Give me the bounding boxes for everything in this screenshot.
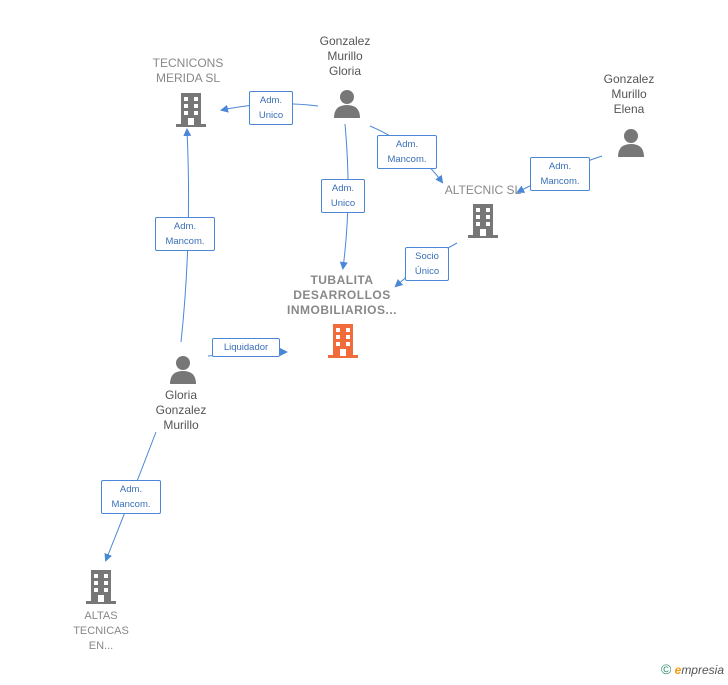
building-icon-highlighted — [328, 324, 358, 358]
node-label-altas-tecnicas[interactable]: ALTAS TECNICAS EN... — [56, 609, 146, 654]
label-line: Murillo — [327, 49, 363, 63]
label-line: Mancom. — [111, 499, 151, 510]
brand-name: mpresia — [681, 663, 724, 677]
node-label-tubalita[interactable]: TUBALITA DESARROLLOS INMOBILIARIOS... — [272, 273, 412, 318]
label-line: Gonzalez — [155, 403, 207, 417]
edge-label-adm-mancom[interactable]: Adm. Mancom. — [377, 135, 437, 169]
label-line: Liquidador — [223, 342, 269, 353]
label-line: Elena — [613, 102, 645, 116]
edge-label-adm-unico[interactable]: Adm. Unico — [249, 91, 293, 125]
label-line: TUBALITA — [310, 273, 374, 287]
label-line: MERIDA SL — [155, 71, 221, 85]
brand-footer[interactable]: © empresia — [661, 661, 724, 677]
label-line: Adm. — [548, 161, 572, 172]
label-line: TECNICAS — [73, 625, 129, 637]
copyright-icon: © — [660, 661, 672, 677]
person-icon — [618, 129, 644, 157]
label-line: TECNICONS — [152, 56, 224, 70]
edge-label-adm-unico[interactable]: Adm. Unico — [321, 179, 365, 213]
label-line: Adm. — [173, 221, 197, 232]
node-label-gonzalez-murillo-elena[interactable]: Gonzalez Murillo Elena — [584, 72, 674, 117]
edge-label-adm-mancom[interactable]: Adm. Mancom. — [530, 157, 590, 191]
brand-initial: e — [674, 663, 682, 677]
label-line: Mancom. — [387, 154, 427, 165]
label-line: Único — [414, 266, 440, 277]
person-icon — [170, 356, 196, 384]
node-label-gonzalez-murillo-gloria[interactable]: Gonzalez Murillo Gloria — [300, 34, 390, 79]
label-line: Gloria — [328, 64, 361, 78]
label-line: ALTECNIC SL — [444, 183, 522, 197]
label-line: Murillo — [611, 87, 647, 101]
label-line: DESARROLLOS — [293, 288, 391, 302]
node-label-altecnic[interactable]: ALTECNIC SL — [428, 183, 538, 198]
label-line: Adm. — [395, 139, 419, 150]
edge-label-adm-mancom[interactable]: Adm. Mancom. — [101, 480, 161, 514]
label-line: Adm. — [331, 183, 355, 194]
label-line: Adm. — [119, 484, 143, 495]
edge-label-liquidador[interactable]: Liquidador — [212, 338, 280, 357]
label-line: Mancom. — [165, 236, 205, 247]
label-line: Gonzalez — [603, 72, 655, 86]
label-line: Adm. — [259, 95, 283, 106]
building-icon — [86, 570, 116, 604]
node-label-tecnicons[interactable]: TECNICONS MERIDA SL — [138, 56, 238, 86]
label-line: EN... — [88, 640, 114, 652]
label-line: Unico — [258, 110, 284, 121]
edge-label-socio-unico[interactable]: Socio Único — [405, 247, 449, 281]
person-icon — [334, 90, 360, 118]
edge-label-adm-mancom[interactable]: Adm. Mancom. — [155, 217, 215, 251]
label-line: Socio — [415, 251, 439, 262]
label-line: Murillo — [163, 418, 199, 432]
node-label-gloria-gonzalez-murillo[interactable]: Gloria Gonzalez Murillo — [136, 388, 226, 433]
label-line: INMOBILIARIOS... — [287, 303, 397, 317]
label-line: ALTAS — [84, 610, 118, 622]
label-line: Mancom. — [540, 176, 580, 187]
label-line: Unico — [330, 198, 356, 209]
label-line: Gloria — [164, 388, 197, 402]
label-line: Gonzalez — [319, 34, 371, 48]
building-icon — [468, 204, 498, 238]
building-icon — [176, 93, 206, 127]
